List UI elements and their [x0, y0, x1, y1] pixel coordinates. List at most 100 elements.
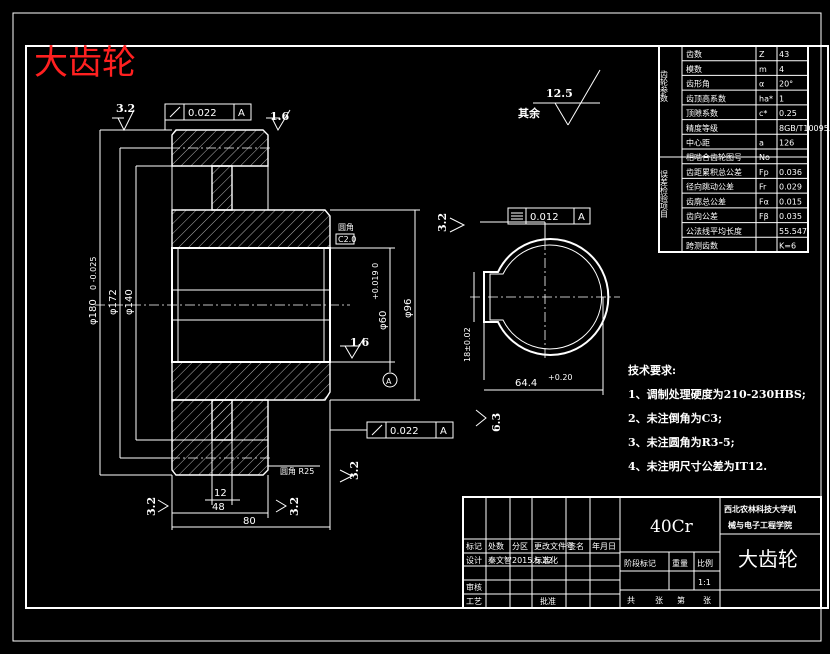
param-symbol-4: c*: [759, 109, 767, 118]
tb-material: 40Cr: [650, 517, 694, 537]
tb-check: 审核: [466, 582, 482, 592]
tol-top-datum: A: [238, 108, 245, 119]
param-name-11: 齿向公差: [686, 211, 718, 221]
param-value-11: 0.035: [779, 212, 802, 221]
tb-std: 标准化: [534, 555, 558, 565]
svg-text:1.6: 1.6: [270, 110, 289, 123]
param-name-5: 精度等级: [686, 123, 718, 133]
tb-sheet2: 张: [703, 596, 711, 605]
hub-bottom: [171, 361, 331, 401]
tb-part-name: 大齿轮: [738, 547, 798, 571]
tb-label-doc: 更改文件号: [534, 541, 574, 551]
param-value-10: 0.015: [779, 197, 802, 206]
tb-design-name: 秦文智: [488, 555, 512, 565]
tol-frame-bottom: 0.022 A: [330, 421, 454, 439]
web-top: [211, 165, 233, 211]
tb-sheet: 张: [655, 596, 663, 605]
roughness-top-left: 3.2: [112, 102, 135, 132]
tb-label-date: 年月日: [592, 541, 616, 551]
chamfer-top-label: 圆角: [338, 222, 354, 232]
tb-approve: 批准: [540, 596, 556, 606]
tb-process: 工艺: [466, 597, 482, 606]
tb-label-sign: 签名: [568, 541, 584, 551]
params-group-label: 齿轮参数: [660, 70, 669, 103]
param-name-12: 公法线平均长度: [686, 226, 742, 236]
web-bottom: [211, 399, 233, 441]
param-name-13: 跨测齿数: [686, 241, 718, 251]
general-roughness-label: 其余: [518, 106, 541, 120]
tech-requirements: 技术要求: 1、调制处理硬度为210-230HBS; 2、未注倒角为C3; 3、…: [628, 363, 806, 473]
tb-stage: 阶段标记: [624, 558, 656, 568]
svg-text:3.2: 3.2: [116, 102, 135, 115]
param-name-1: 模数: [686, 64, 702, 74]
param-value-6: 126: [779, 139, 794, 148]
svg-text:3.2: 3.2: [288, 497, 301, 516]
svg-text:1.6: 1.6: [350, 336, 369, 349]
param-value-12: 55.547: [779, 227, 807, 236]
general-roughness-value: 12.5: [546, 87, 573, 100]
params-group2-label: 误差检验项目: [660, 170, 669, 219]
tol-frame-keyway: [507, 207, 591, 225]
param-name-7: 相啮合齿轮图号: [686, 152, 742, 162]
tb-label-count: 处数: [488, 541, 504, 551]
roughness-bottom-left: 3.2: [145, 497, 169, 516]
dim-total-80: 80: [243, 516, 256, 527]
tb-weight: 重量: [672, 558, 688, 568]
inner-frame: [25, 45, 829, 609]
dim-d60: φ60: [378, 311, 389, 330]
tech-req-heading: 技术要求:: [628, 363, 676, 377]
roughness-bottom-right: 3.2: [275, 497, 301, 516]
param-value-0: 43: [779, 50, 789, 59]
param-symbol-8: Fp: [759, 168, 769, 177]
tb-design: 设计: [466, 555, 482, 565]
tol-top-value: 0.022: [188, 108, 217, 119]
tb-total: 共: [627, 596, 635, 605]
param-symbol-10: Fα: [759, 197, 769, 206]
param-name-6: 中心距: [686, 138, 710, 148]
tol-bottom-datum: A: [440, 426, 447, 437]
param-symbol-1: m: [759, 65, 767, 74]
param-name-3: 齿顶高系数: [686, 93, 726, 103]
param-value-2: 20°: [779, 80, 793, 89]
datum-a-label: A: [386, 377, 392, 386]
title-block: 标记 处数 分区 更改文件号 签名 年月日 设计 秦文智 2015.5.22 标…: [462, 496, 822, 609]
tb-scale-label: 比例: [697, 558, 713, 568]
param-value-8: 0.036: [779, 168, 802, 177]
param-value-13: K=6: [779, 242, 796, 251]
tol-keyway-datum: A: [578, 212, 585, 223]
param-name-8: 齿距累积总公差: [686, 167, 742, 177]
tb-college: 械与电子工程学院: [728, 520, 792, 530]
tb-label-mark: 标记: [466, 541, 482, 551]
param-symbol-3: ha*: [759, 94, 773, 103]
keyway-width-tol: +0.20: [548, 373, 573, 382]
param-value-1: 4: [779, 65, 784, 74]
datum-a-symbol: [382, 372, 398, 388]
outer-frame: [12, 12, 822, 642]
svg-text:3.2: 3.2: [145, 497, 158, 516]
tech-req-item-2: 2、未注倒角为C3;: [628, 411, 722, 425]
param-name-9: 径向跳动公差: [686, 182, 734, 192]
param-name-2: 齿形角: [686, 79, 710, 89]
param-name-0: 齿数: [686, 49, 702, 59]
tol-keyway-value: 0.012: [530, 212, 559, 223]
tb-label-zone: 分区: [512, 542, 528, 551]
tb-design-date: 2015.5.22: [512, 556, 553, 565]
tech-req-item-4: 4、未注明尺寸公差为IT12.: [628, 459, 767, 473]
param-symbol-6: a: [759, 139, 764, 148]
part-title-red: 大齿轮: [34, 43, 136, 83]
tol-bottom-value: 0.022: [390, 426, 419, 437]
keyway-view: 64.4 +0.20 18±0.02 0.012 A 3.2 6.3: [436, 207, 620, 432]
param-value-5: 8GB/T10095.1-2: [779, 124, 830, 133]
param-value-4: 0.25: [779, 109, 797, 118]
dim-d96: φ96: [403, 299, 414, 318]
param-symbol-0: Z: [759, 50, 765, 59]
gear-section-view: φ180 0 -0.025 φ172 φ140 φ60 +0.019 0 φ96…: [88, 102, 454, 530]
param-symbol-2: α: [759, 80, 764, 89]
dim-web-12: 12: [214, 488, 227, 499]
param-name-4: 顶隙系数: [686, 108, 718, 118]
svg-text:6.3: 6.3: [490, 413, 503, 432]
keyway-width-dim: 64.4: [515, 378, 537, 389]
